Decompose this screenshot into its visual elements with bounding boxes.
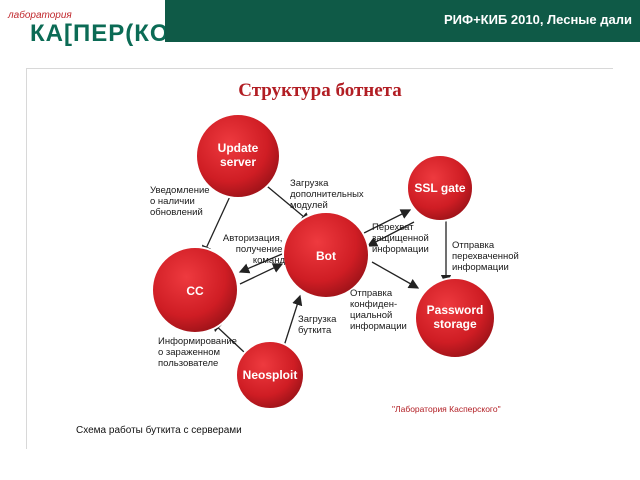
label-send-intercepted: Отправка перехваченной информации <box>452 240 522 273</box>
label-intercept: Перехват защищенной информации <box>372 222 431 255</box>
node-bot: Bot <box>282 211 370 299</box>
slide-frame <box>26 68 613 449</box>
svg-text:SSL gate: SSL gate <box>414 181 465 195</box>
arrow-cc-bot <box>239 263 284 285</box>
slide-title: Структура ботнета <box>238 80 402 101</box>
svg-text:Neosploit: Neosploit <box>243 368 298 382</box>
header-bar: РИФ+КИБ 2010, Лесные дали <box>165 0 640 42</box>
logo-tagline: лаборатория <box>8 10 72 21</box>
label-bootkit-load: Загрузка буткита <box>298 314 339 336</box>
label-send-confidential: Отправка конфиден- циальной информации <box>350 288 407 332</box>
arrow-bot-password <box>371 261 420 289</box>
label-auth: Авторизация, получение команд <box>223 233 286 266</box>
label-notify: Уведомление о наличии обновлений <box>150 185 212 218</box>
svg-text:CC: CC <box>186 284 204 298</box>
header: лаборатория КА[ПЕР(КОГО РИФ+КИБ 2010, Ле… <box>0 0 640 62</box>
source-credit: "Лаборатория Касперского" <box>392 404 501 414</box>
arrow-bot-cc <box>238 253 283 274</box>
label-infected: Информирование о зараженном пользователе <box>158 336 240 369</box>
arrow-update-cc <box>202 191 233 257</box>
event-title: РИФ+КИБ 2010, Лесные дали <box>443 12 632 27</box>
arrow-neosploit-bot <box>283 294 303 347</box>
svg-text:Bot: Bot <box>316 249 336 263</box>
node-ssl-gate: SSL gate <box>406 154 474 222</box>
node-neosploit: Neosploit <box>235 340 305 410</box>
arrow-ssl-bot <box>366 221 415 247</box>
node-cc: CC <box>151 246 239 334</box>
arrow-bot-ssl <box>363 209 412 234</box>
arrow-update-bot <box>261 181 311 223</box>
slide-caption: Схема работы буткита с серверами <box>76 425 242 436</box>
label-download: Загрузка дополнительных модулей <box>290 178 366 211</box>
